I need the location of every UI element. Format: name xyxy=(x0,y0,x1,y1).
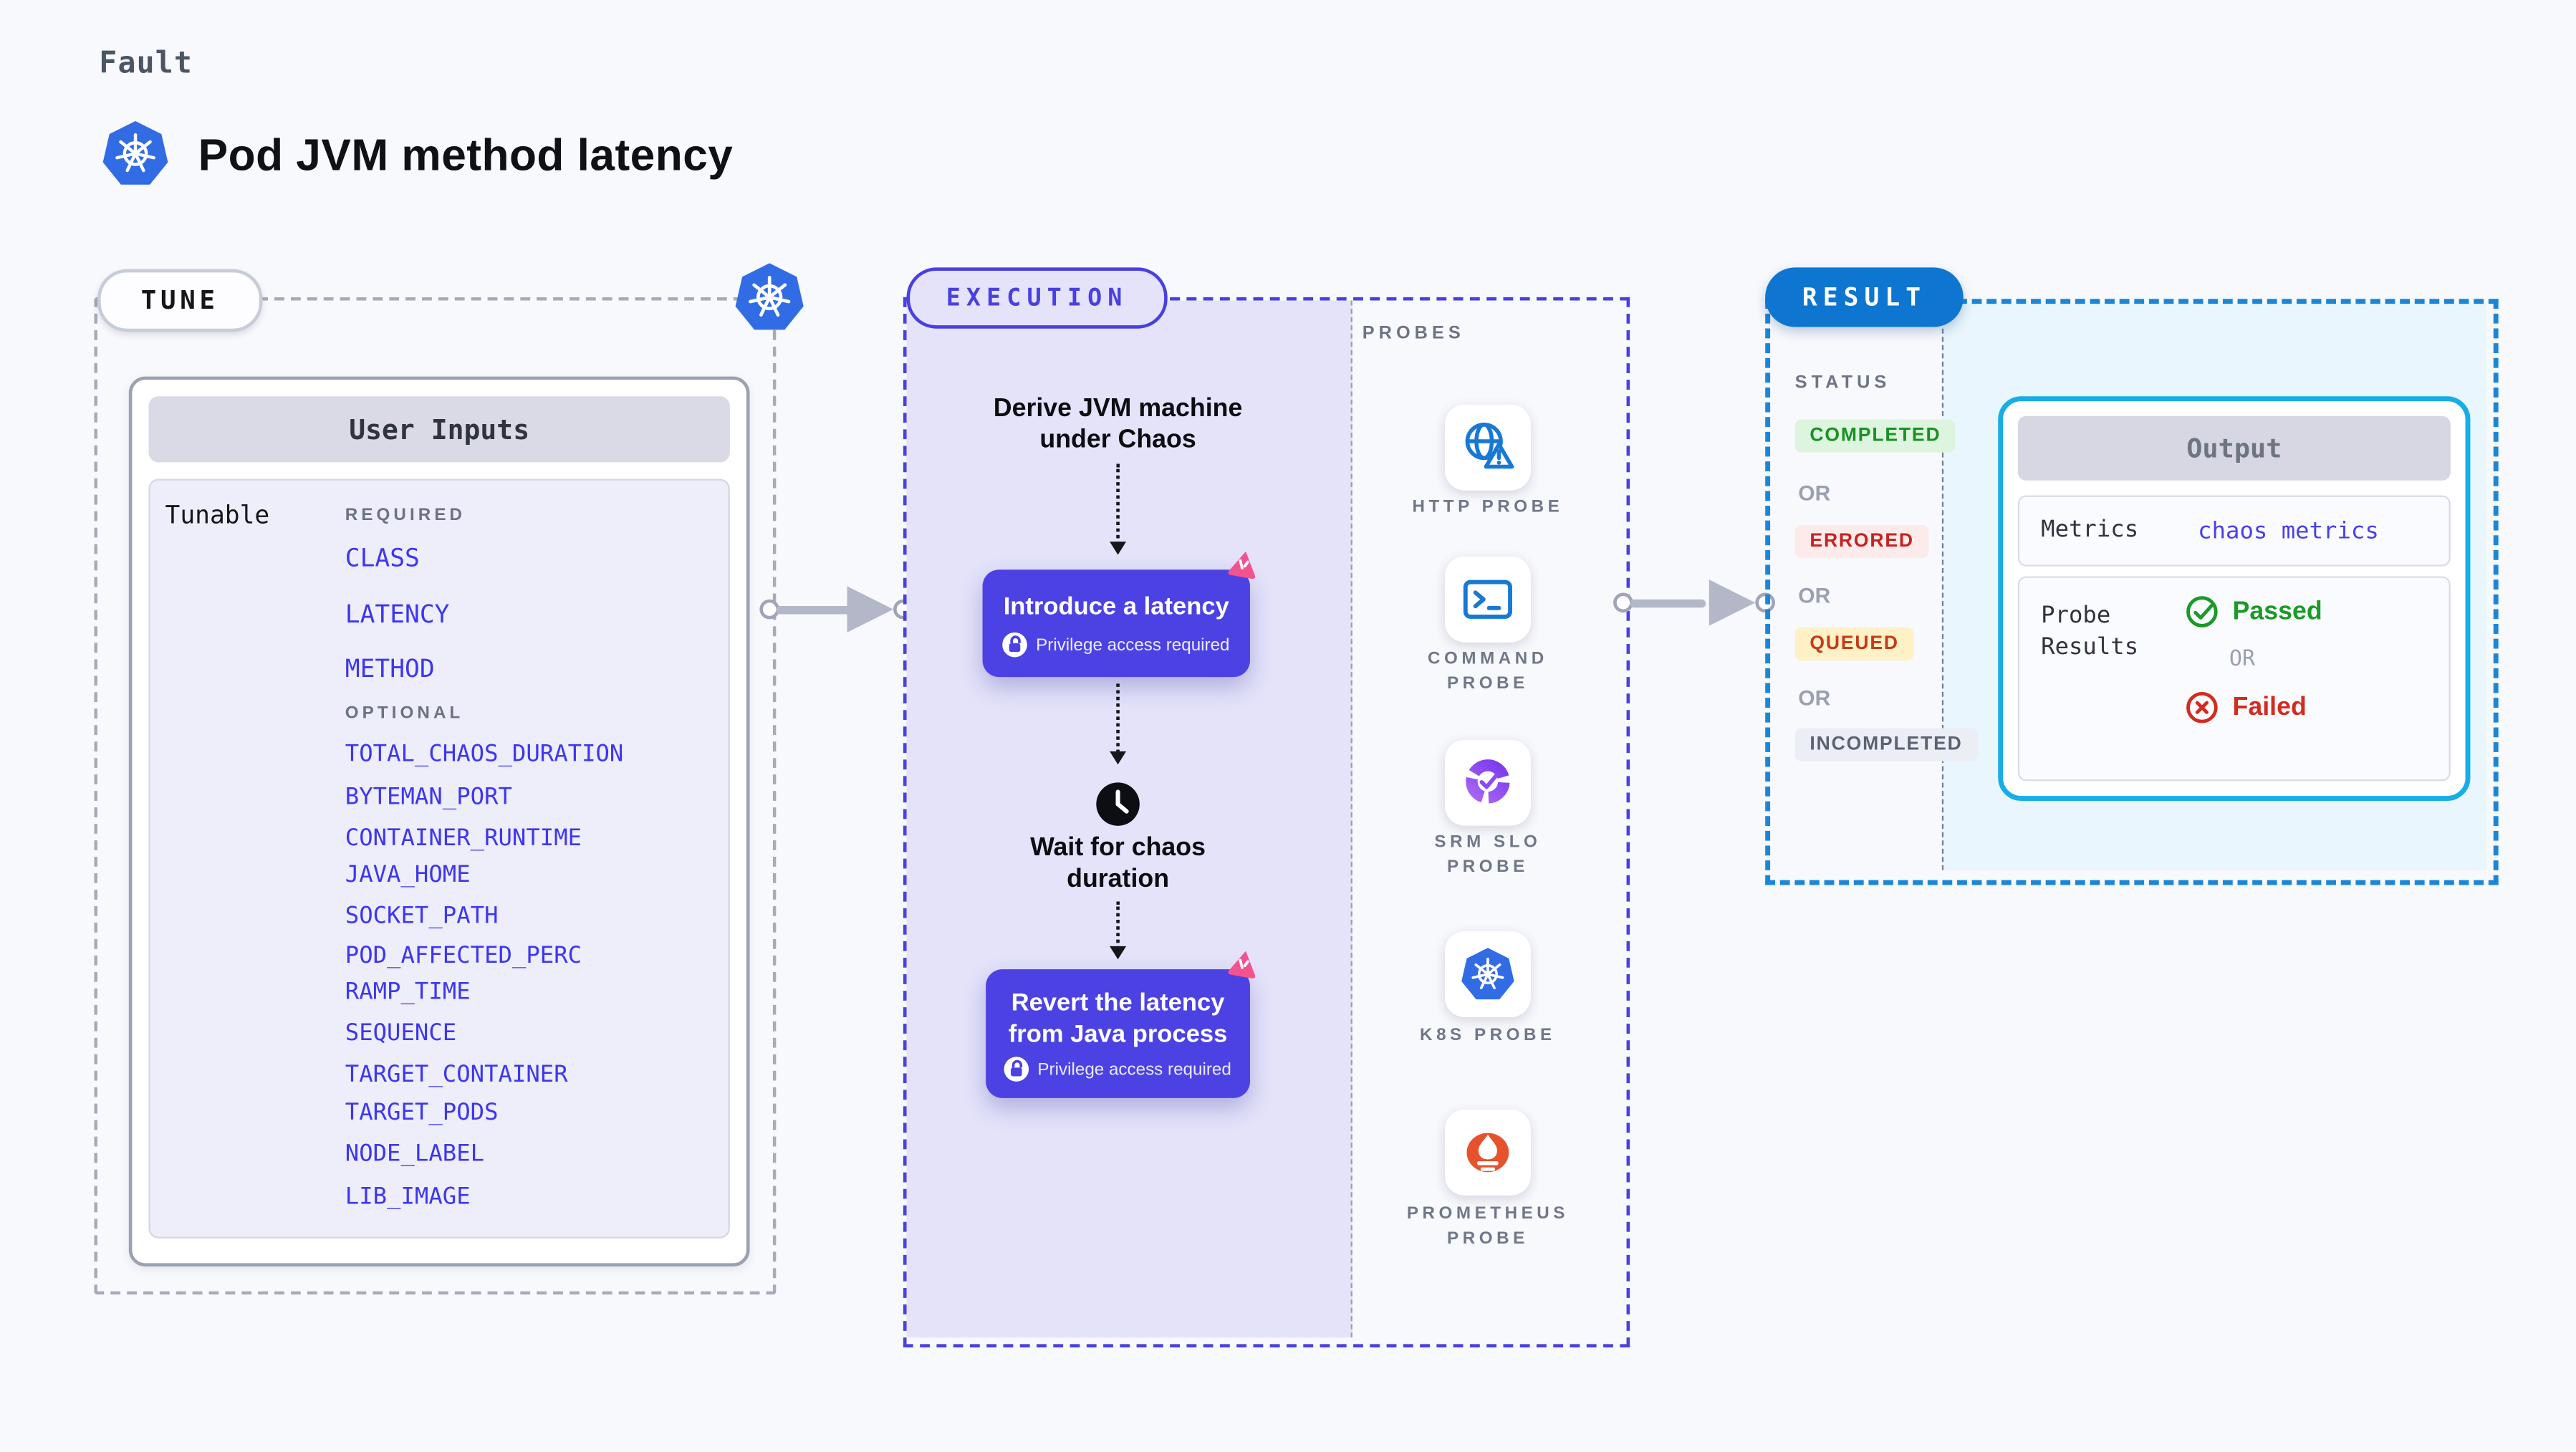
user-inputs-panel: Tunable REQUIRED CLASS LATENCY METHOD OP… xyxy=(148,479,730,1239)
metrics-row: Metrics chaos metrics xyxy=(2017,495,2451,567)
failed-row: Failed xyxy=(2185,691,2322,725)
output-card: Output Metrics chaos metrics Probe Resul… xyxy=(1998,396,2471,801)
globe-alert-icon xyxy=(1458,418,1517,477)
prometheus-icon xyxy=(1466,1133,1509,1173)
execution-section-frame xyxy=(903,297,1630,1347)
step-title: Introduce a latency xyxy=(1003,592,1229,621)
input-byteman-port: BYTEMAN_PORT xyxy=(345,784,512,811)
chaos-pink-icon xyxy=(1226,947,1261,981)
connector-dot xyxy=(1755,592,1776,613)
input-target-pods: TARGET_PODS xyxy=(345,1100,499,1127)
or-label: OR xyxy=(2229,647,2256,673)
flow-connector xyxy=(1110,901,1127,960)
input-pod-affected-perc: POD_AFFECTED_PERC xyxy=(345,943,582,970)
k8s-probe-card xyxy=(1444,931,1531,1017)
prometheus-probe-label: PROMETHEUS PROBE xyxy=(1406,1203,1569,1249)
clock-icon xyxy=(1095,781,1141,827)
kubernetes-icon xyxy=(1460,946,1516,1001)
input-class: CLASS xyxy=(345,543,420,573)
tune-badge: TUNE xyxy=(97,269,263,332)
lock-icon xyxy=(1003,632,1028,658)
or-label: OR xyxy=(1798,582,1831,608)
kubernetes-icon xyxy=(101,119,170,188)
probe-results-values: Passed OR Failed xyxy=(2185,595,2322,725)
fault-kicker: Fault xyxy=(99,46,193,81)
result-badge-label: RESULT xyxy=(1802,282,1927,312)
privilege-note: Privilege access required xyxy=(986,1057,1250,1082)
srm-slo-probe-label: SRM SLO PROBE xyxy=(1434,832,1542,878)
input-java-home: JAVA_HOME xyxy=(345,862,471,889)
failed-label: Failed xyxy=(2232,693,2307,721)
metrics-value-link[interactable]: chaos metrics xyxy=(2198,517,2379,544)
probe-results-row: Probe Results Passed OR Failed xyxy=(2017,576,2451,782)
result-section-frame xyxy=(1765,299,2499,885)
user-inputs-header: User Inputs xyxy=(148,396,730,463)
terminal-icon xyxy=(1458,569,1517,629)
tune-badge-label: TUNE xyxy=(140,285,219,316)
chaos-pink-icon xyxy=(1226,547,1261,581)
status-badge-completed: COMPLETED xyxy=(1794,419,1956,453)
input-total-chaos-duration: TOTAL_CHAOS_DURATION xyxy=(345,741,624,768)
result-badge: RESULT xyxy=(1765,267,1964,327)
execution-to-result-arrow xyxy=(1630,598,1706,607)
optional-group-label: OPTIONAL xyxy=(345,703,464,723)
input-container-runtime: CONTAINER_RUNTIME xyxy=(345,825,582,852)
metrics-label: Metrics xyxy=(2041,516,2139,544)
input-method: METHOD xyxy=(345,653,435,684)
srm-slo-probe-card xyxy=(1444,739,1531,826)
x-circle-icon xyxy=(2185,691,2219,725)
flow-connector xyxy=(1110,463,1127,555)
kubernetes-icon xyxy=(733,261,805,333)
wait-step-text: Wait for chaos duration xyxy=(1030,834,1206,893)
tune-section-frame xyxy=(94,297,777,1295)
step-title: Revert the latency from Java process xyxy=(1008,989,1228,1049)
input-target-container: TARGET_CONTAINER xyxy=(345,1062,568,1089)
tune-to-execution-arrow xyxy=(776,605,852,614)
input-sequence: SEQUENCE xyxy=(345,1020,457,1047)
command-probe-label: COMMAND PROBE xyxy=(1428,648,1548,694)
input-socket-path: SOCKET_PATH xyxy=(345,903,499,930)
output-header: Output xyxy=(2017,415,2451,481)
status-badge-queued: QUEUED xyxy=(1794,627,1914,661)
status-badge-errored: ERRORED xyxy=(1794,525,1929,559)
or-label: OR xyxy=(1798,685,1831,711)
prometheus-probe-card xyxy=(1444,1110,1531,1196)
required-group-label: REQUIRED xyxy=(345,505,466,526)
execution-badge-label: EXECUTION xyxy=(946,284,1128,312)
arrow-head xyxy=(847,586,894,633)
arrow-head xyxy=(1708,580,1756,626)
check-circle-icon xyxy=(2185,595,2219,629)
privilege-note: Privilege access required xyxy=(983,632,1250,658)
input-latency: LATENCY xyxy=(345,599,450,630)
k8s-probe-label: K8S PROBE xyxy=(1420,1025,1556,1046)
revert-latency-step: Revert the latency from Java process Pri… xyxy=(986,969,1250,1098)
command-probe-card xyxy=(1444,556,1531,643)
probe-results-label: Probe Results xyxy=(2041,602,2139,661)
probes-label: PROBES xyxy=(1362,323,1465,344)
input-node-label: NODE_LABEL xyxy=(345,1140,485,1168)
status-badge-incompleted: INCOMPLETED xyxy=(1794,728,1978,761)
passed-row: Passed xyxy=(2185,595,2322,629)
http-probe-label: HTTP PROBE xyxy=(1412,496,1564,517)
derive-step-text: Derive JVM machine under Chaos xyxy=(993,394,1243,453)
user-inputs-card: User Inputs Tunable REQUIRED CLASS LATEN… xyxy=(128,376,750,1267)
page-title: Pod JVM method latency xyxy=(198,130,734,181)
gauge-check-icon xyxy=(1458,753,1517,812)
input-ramp-time: RAMP_TIME xyxy=(345,979,471,1006)
status-label: STATUS xyxy=(1794,372,1891,393)
passed-label: Passed xyxy=(2232,597,2322,625)
execution-badge: EXECUTION xyxy=(906,267,1168,329)
flow-connector xyxy=(1110,683,1127,765)
tunable-label: Tunable xyxy=(165,500,270,530)
introduce-latency-step: Introduce a latency Privilege access req… xyxy=(982,569,1250,678)
input-lib-image: LIB_IMAGE xyxy=(345,1183,471,1211)
or-label: OR xyxy=(1798,480,1831,506)
lock-icon xyxy=(1004,1057,1029,1082)
http-probe-card xyxy=(1444,404,1531,491)
